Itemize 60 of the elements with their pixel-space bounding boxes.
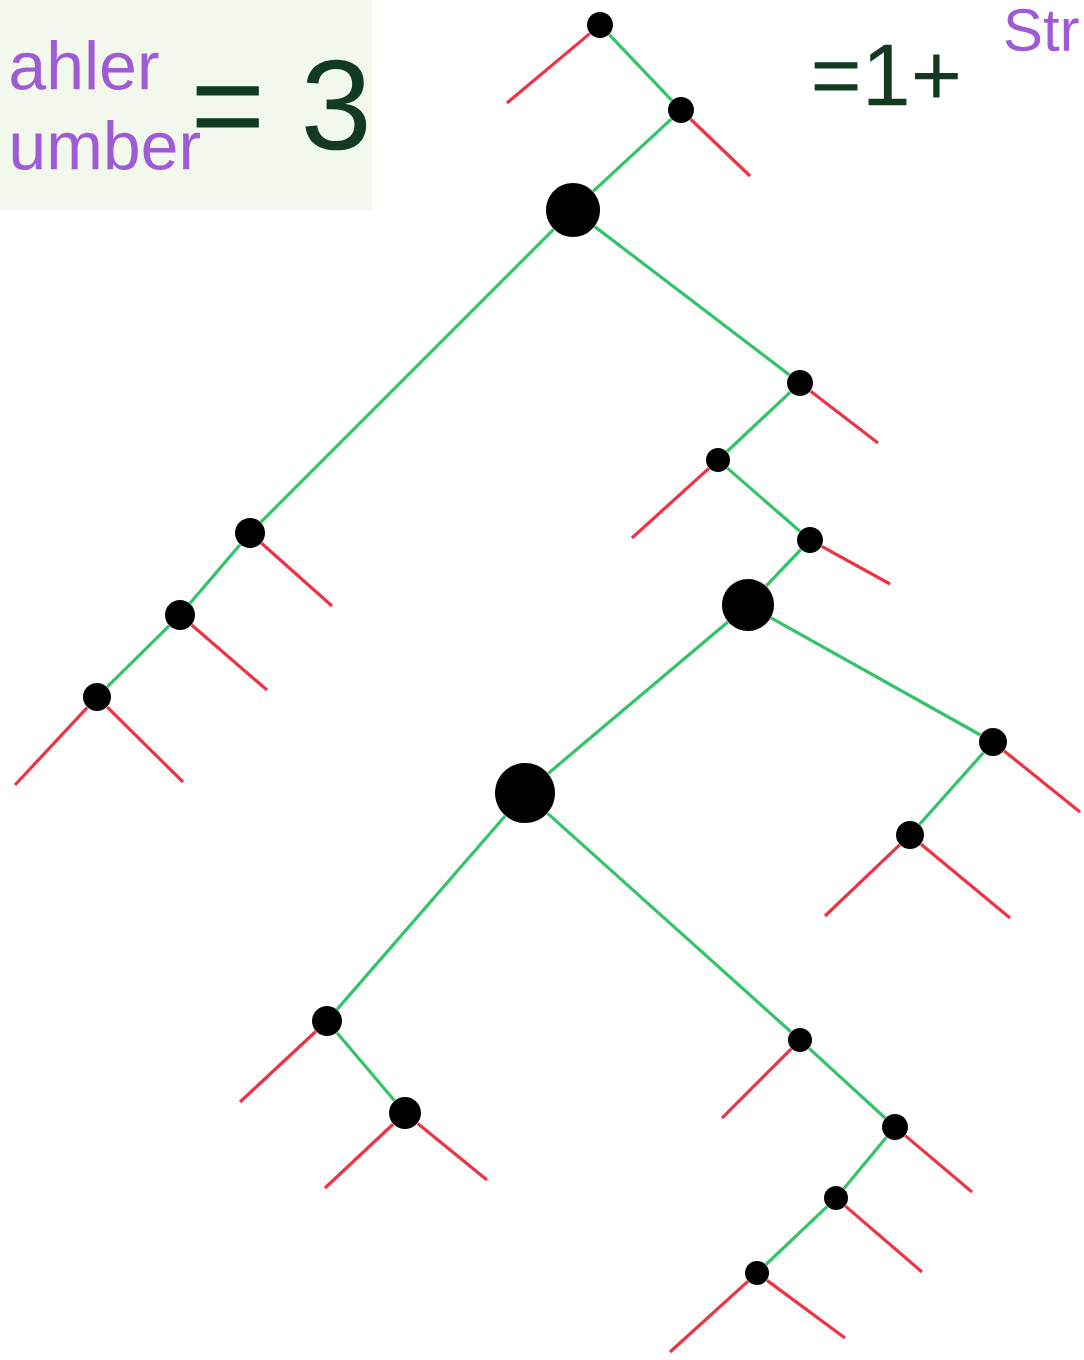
leaf-branch (844, 1204, 924, 1274)
leaf-branch (190, 623, 269, 692)
handwritten-text: =1+ (814, 44, 958, 106)
tree-branch (765, 548, 802, 587)
leaf-branch (505, 32, 591, 105)
leaf-branch (260, 542, 334, 608)
tree-node-dot (235, 518, 265, 548)
tree-node-dot (706, 448, 730, 472)
tree-node-dot (824, 1186, 848, 1210)
leaf-branch (238, 1030, 317, 1104)
leaf-branch (416, 1122, 488, 1182)
tree-node-dot (495, 763, 555, 823)
tree-branch (188, 543, 242, 605)
leaf-branch (323, 1123, 395, 1190)
tree-branch (547, 620, 729, 775)
tree-branch (726, 466, 801, 533)
tree-branch (593, 225, 791, 377)
tree-node-dot (722, 579, 774, 631)
tree-branch (546, 812, 792, 1033)
tree-branch (608, 33, 673, 102)
tree-node-dot (979, 728, 1007, 756)
leaf-branch (823, 843, 901, 918)
handwritten-text: Str (1005, 8, 1079, 52)
tree-node-dot (389, 1097, 421, 1129)
tree-node-dot (745, 1261, 769, 1285)
tree-branch (764, 1205, 829, 1266)
leaf-branch (904, 1134, 974, 1194)
tree-branch (918, 751, 985, 826)
tree-node-dot (546, 183, 600, 237)
tree-branch (335, 1031, 396, 1102)
leaf-branch (689, 118, 752, 178)
leaf-branch (820, 545, 891, 586)
tree-node-dot (165, 600, 195, 630)
leaf-branch (106, 706, 185, 784)
leaf-branch (720, 1047, 793, 1120)
tree-node-dot (797, 527, 823, 553)
tree-branch (808, 1047, 887, 1120)
tree-node-dot (587, 12, 613, 38)
tree-node-dot (668, 97, 694, 123)
tree-node-dot (788, 1028, 812, 1052)
leaf-branch (766, 1279, 846, 1340)
leaf-branch (809, 389, 879, 445)
tree-node-dot (787, 370, 813, 396)
tree-branch (842, 1136, 888, 1190)
tree-node-dot (882, 1114, 908, 1140)
tree-branch (335, 814, 507, 1011)
leaf-branch (13, 706, 89, 787)
tree-node-dot (896, 821, 924, 849)
handwritten-text: ahler (11, 40, 159, 90)
tree-node-dot (312, 1006, 342, 1036)
leaf-branch (668, 1280, 749, 1354)
tree-branch (770, 616, 982, 737)
leaf-branch (920, 842, 1012, 920)
tree-branch (725, 391, 792, 453)
tree-node-dot (83, 683, 111, 711)
tree-branch (106, 624, 171, 689)
tree-branch (592, 117, 673, 193)
tree-branch (259, 228, 555, 524)
leaf-branch (1003, 749, 1081, 814)
leaf-branch (630, 467, 710, 540)
